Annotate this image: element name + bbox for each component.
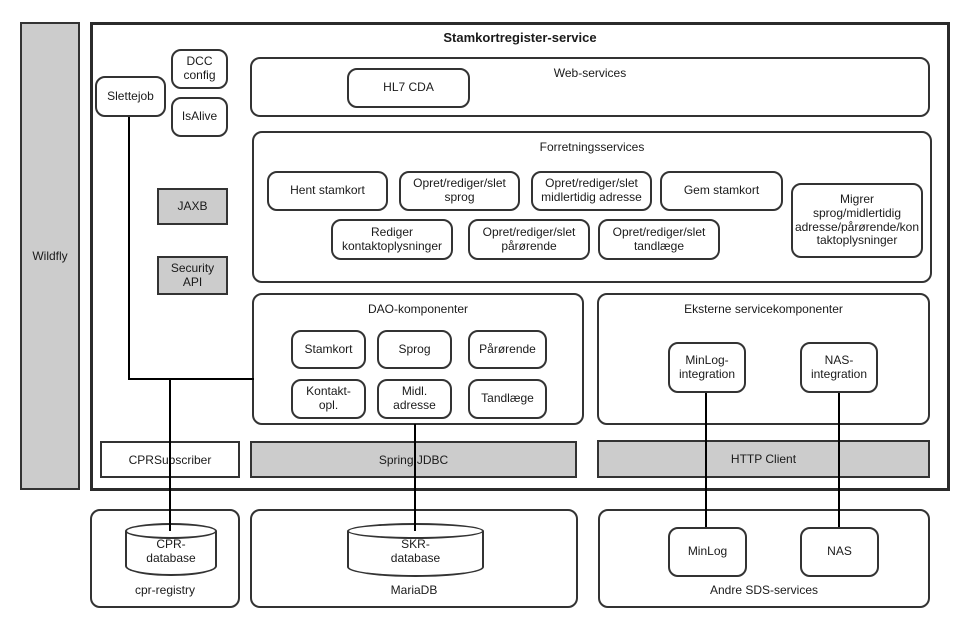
rediger-kontaktoplysninger-box: Rediger kontaktoplysninger [331, 219, 453, 260]
cpr-database-cylinder: CPR- database [125, 523, 217, 576]
cpr-registry-label: cpr-registry [134, 583, 195, 597]
eksterne-servicekomponenter-container: Eksterne servicekomponenter [597, 293, 930, 425]
opret-rediger-slet-tandlaege-box: Opret/rediger/slet tandlæge [598, 219, 720, 260]
slettejob-box: Slettejob [95, 76, 166, 117]
wildfly-runtime-bar: Wildfly [20, 22, 80, 490]
dao-sprog-box: Sprog [377, 330, 452, 369]
dao-tandlaege-box: Tandlæge [468, 379, 547, 419]
andre-sds-services-label: Andre SDS-services [709, 583, 819, 597]
connector-nasintegration-to-nas [838, 392, 840, 529]
mariadb-label: MariaDB [390, 583, 438, 597]
dao-komponenter-title: DAO-komponenter [367, 302, 469, 316]
cylinder-lid [125, 523, 217, 539]
skr-database-label: SKR- database [390, 537, 441, 565]
gem-stamkort-box: Gem stamkort [660, 171, 783, 211]
isalive-box: IsAlive [171, 97, 228, 137]
minlog-box: MinLog [668, 527, 747, 577]
connector-dao-to-skrdb [414, 424, 416, 531]
cpr-database-label: CPR- database [146, 537, 196, 565]
opret-rediger-slet-paarorende-box: Opret/rediger/slet pårørende [468, 219, 590, 260]
opret-rediger-slet-sprog-box: Opret/rediger/slet sprog [399, 171, 520, 211]
minlog-integration-box: MinLog- integration [668, 342, 746, 393]
security-api-box: Security API [157, 256, 228, 295]
spring-jdbc-bar: Spring JDBC [250, 441, 577, 478]
connector-cprsubscriber-to-cprdb [169, 379, 171, 531]
opret-rediger-slet-midlertidig-adresse-box: Opret/rediger/slet midlertidig adresse [531, 171, 652, 211]
dao-stamkort-box: Stamkort [291, 330, 366, 369]
dao-paarorende-box: Pårørende [468, 330, 547, 369]
http-client-bar: HTTP Client [597, 440, 930, 478]
jaxb-box: JAXB [157, 188, 228, 225]
diagram-title: Stamkortregister-service [443, 30, 597, 45]
eksterne-servicekomponenter-title: Eksterne servicekomponenter [684, 302, 843, 316]
cylinder-body [125, 531, 217, 576]
connector-minlogintegration-to-minlog [705, 392, 707, 529]
dcc-config-box: DCC config [171, 49, 228, 89]
skr-database-cylinder: SKR- database [347, 523, 484, 577]
wildfly-label: Wildfly [32, 249, 68, 263]
dao-midl-adresse-box: Midl. adresse [377, 379, 452, 419]
andre-sds-services-container: Andre SDS-services [598, 509, 930, 608]
nas-box: NAS [800, 527, 879, 577]
web-services-title: Web-services [553, 66, 627, 80]
nas-integration-box: NAS- integration [800, 342, 878, 393]
dao-kontaktopl-box: Kontakt- opl. [291, 379, 366, 419]
hent-stamkort-box: Hent stamkort [267, 171, 388, 211]
migrer-box: Migrer sprog/midlertidig adresse/pårøren… [791, 183, 923, 258]
forretningsservices-title: Forretningsservices [539, 140, 645, 154]
connector-slettejob-to-dao [128, 378, 254, 380]
connector-slettejob-down [128, 117, 130, 379]
hl7-cda-box: HL7 CDA [347, 68, 470, 108]
